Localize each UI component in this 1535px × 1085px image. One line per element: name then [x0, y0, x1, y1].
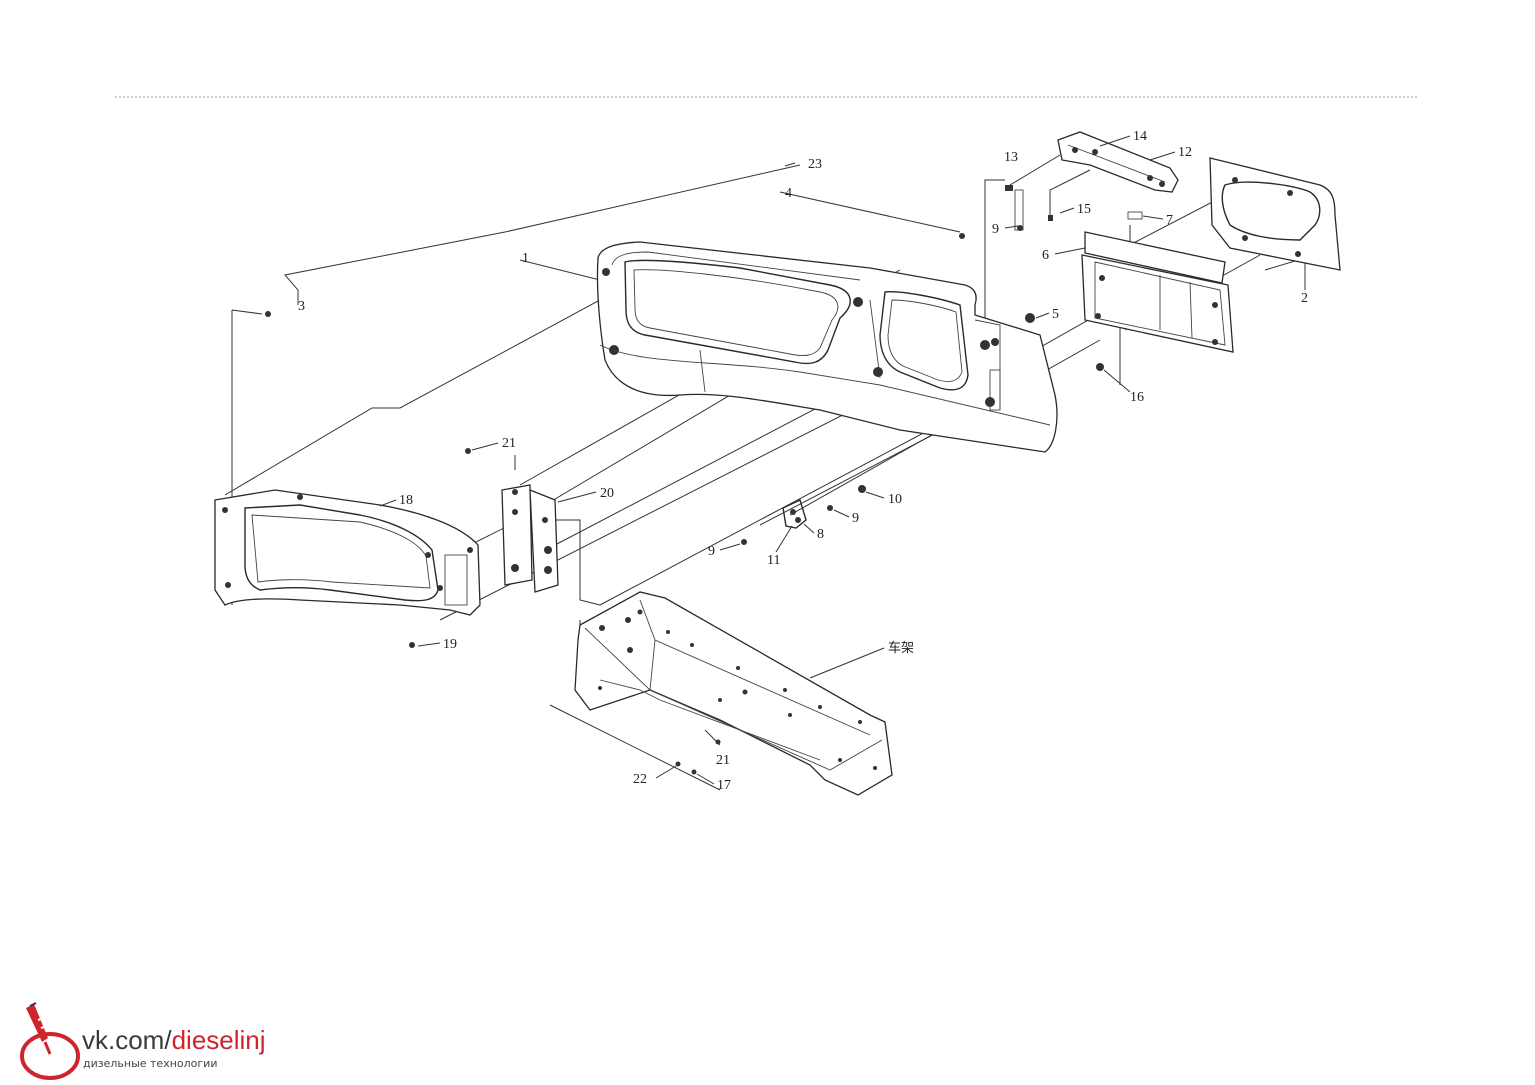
- label-20: 20: [600, 486, 614, 501]
- label-9-top: 9: [992, 222, 999, 237]
- bumper-main-body: [596, 241, 1058, 453]
- part-labels: 23 4 1 3 13 14 12 15 9 7 6 2 5 16 21 20 …: [298, 129, 1308, 793]
- label-23: 23: [808, 157, 822, 172]
- label-18: 18: [399, 493, 413, 508]
- label-9-left: 9: [708, 544, 715, 559]
- watermark-url-suffix: dieselinj: [171, 1025, 266, 1055]
- label-1: 1: [522, 251, 529, 266]
- label-7: 7: [1166, 213, 1173, 228]
- label-3: 3: [298, 299, 305, 314]
- watermark-url-prefix: vk.com/: [82, 1025, 172, 1055]
- frame-rail: [574, 591, 893, 796]
- plate-part-6: [1081, 231, 1234, 353]
- label-5: 5: [1052, 307, 1059, 322]
- fuel-injector-icon: [20, 1002, 80, 1080]
- label-4: 4: [785, 186, 792, 201]
- end-cover-part-2: [1209, 157, 1341, 271]
- mounting-bracket-part-20: [501, 484, 559, 593]
- label-13: 13: [1004, 150, 1018, 165]
- label-15: 15: [1077, 202, 1091, 217]
- label-21-bottom: 21: [716, 753, 730, 768]
- label-12: 12: [1178, 145, 1192, 160]
- label-6: 6: [1042, 248, 1049, 263]
- end-panel-part-18: [214, 489, 481, 616]
- label-8: 8: [817, 527, 824, 542]
- label-9-mid: 9: [852, 511, 859, 526]
- label-10: 10: [888, 492, 902, 507]
- bracket-part-8: [782, 499, 807, 529]
- label-11: 11: [767, 553, 780, 568]
- watermark-url: vk.com/dieselinj: [82, 1026, 266, 1054]
- label-2: 2: [1301, 291, 1308, 306]
- label-14: 14: [1133, 129, 1147, 144]
- label-frame: 车架: [888, 640, 914, 656]
- label-22: 22: [633, 772, 647, 787]
- watermark-subtitle: дизельные технологии: [83, 1057, 218, 1070]
- label-19: 19: [443, 637, 457, 652]
- label-leaders: [379, 135, 1176, 785]
- label-21-top: 21: [502, 436, 516, 451]
- label-17: 17: [717, 778, 731, 793]
- fasteners: [265, 185, 1143, 775]
- upper-bracket-part-14: [1057, 131, 1179, 193]
- watermark: vk.com/dieselinj дизельные технологии: [12, 998, 312, 1082]
- label-16: 16: [1130, 390, 1144, 405]
